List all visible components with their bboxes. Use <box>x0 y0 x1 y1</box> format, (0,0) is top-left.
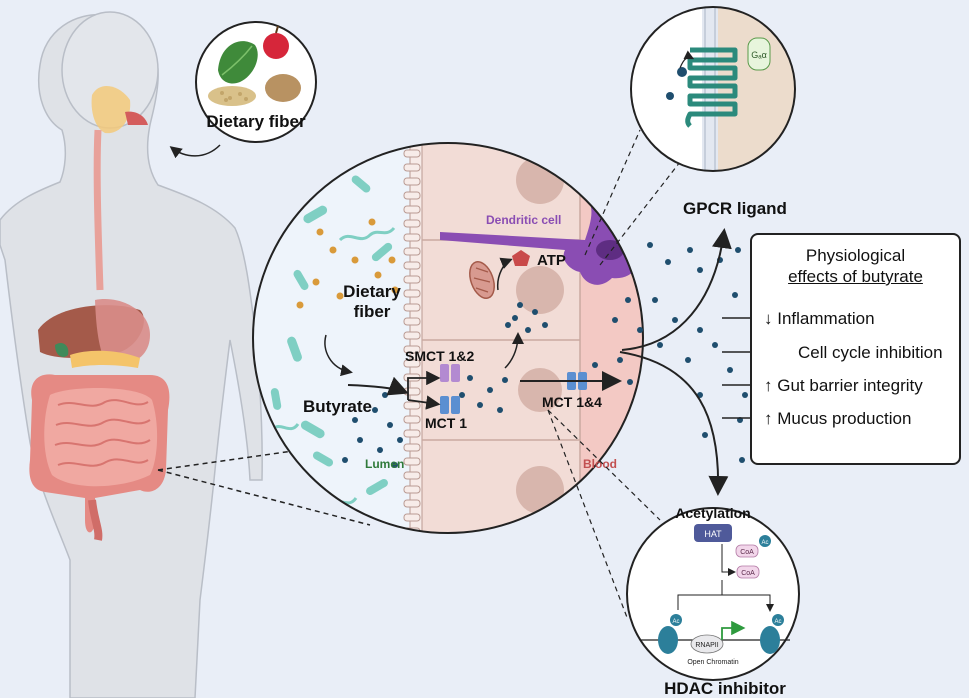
effect-text: Inflammation <box>777 309 875 328</box>
butyrate-label: Butyrate <box>303 397 372 416</box>
coa-label-2: CoA <box>741 570 755 577</box>
gpcr-receptor-icon <box>685 47 738 128</box>
effect-item: ↓ Inflammation <box>764 309 875 329</box>
mct14-label: MCT 1&4 <box>542 394 602 410</box>
dietary-fiber-panel: Dietary fiber <box>195 21 317 143</box>
connector-line <box>157 469 371 526</box>
stomach <box>95 299 150 365</box>
mct1-arrow <box>407 395 441 410</box>
dietary-fiber-title: Dietary fiber <box>206 112 306 131</box>
dendritic-cell-label: Dendritic cell <box>486 213 561 227</box>
effect-arrow-icon: ↑ <box>764 409 773 428</box>
ac-label-1: Ac <box>761 540 768 546</box>
transcription-arrow <box>721 620 746 640</box>
lumen-label: Lumen <box>365 457 404 471</box>
human-body <box>0 11 263 698</box>
coa-label-1: CoA <box>740 549 754 556</box>
effect-text: Cell cycle inhibition <box>798 343 943 362</box>
smct-arrow <box>407 370 441 400</box>
butyrate-molecules <box>342 297 633 468</box>
mct1-transporter <box>440 396 460 414</box>
apple-icon <box>263 33 289 59</box>
butyrate-molecules-outside <box>637 242 748 463</box>
to-hdac-arrow <box>619 351 729 496</box>
hdac-zoom-line <box>547 409 629 621</box>
to-mitochondria-arrow <box>504 332 524 369</box>
effect-text: Gut barrier integrity <box>777 376 923 395</box>
to-atp-arrow <box>496 257 513 291</box>
smct-transporter <box>440 364 460 382</box>
effects-title-line2: effects of butyrate <box>788 267 923 286</box>
mitochondria-icon <box>469 261 495 299</box>
small-intestine <box>44 388 158 487</box>
epithelium <box>410 143 580 533</box>
hdac-inhibitor-title: HDAC inhibitor <box>664 679 786 698</box>
fiber-particles <box>296 218 399 309</box>
open-chromatin-label: Open Chromatin <box>687 659 738 666</box>
hat-label: HAT <box>704 529 722 539</box>
gpcr-ligand-title: GPCR ligand <box>683 199 787 218</box>
effect-item: ↑ Gut barrier integrity <box>764 376 923 396</box>
intestine-cross-section: Dietary fiber Butyrate SMCT 1&2 MCT 1 MC… <box>252 142 644 534</box>
potato-icon <box>265 74 301 102</box>
acetylation-branch <box>677 594 774 612</box>
ac-label-3: Ac <box>774 619 781 625</box>
physiological-effects-box: Physiological effects of butyrate ↓ Infl… <box>750 233 961 465</box>
blood-label: Blood <box>583 457 617 471</box>
fiber-to-butyrate-arrow <box>324 334 353 377</box>
g-alpha-label: Gₐα <box>751 50 767 60</box>
to-gpcr-arrow <box>621 228 732 351</box>
dendritic-cell <box>440 200 639 285</box>
fiber-to-mouth-arrow <box>169 144 221 159</box>
ac-label-2: Ac <box>672 619 679 625</box>
effects-title: Physiological effects of butyrate <box>752 245 959 287</box>
effect-item: ↑ Mucus production <box>764 409 911 429</box>
atp-icon <box>512 250 530 266</box>
oats-icon <box>208 86 256 106</box>
gpcr-panel: Gₐα GPCR ligand <box>630 6 796 218</box>
effects-title-line1: Physiological <box>805 246 906 265</box>
effect-arrow-icon: ↑ <box>764 376 773 395</box>
nucleosome-icon <box>658 626 780 654</box>
dietary-label-line2: fiber <box>354 302 391 321</box>
blood-region <box>580 143 643 533</box>
connector-line <box>157 449 301 471</box>
rnapii-label: RNAPII <box>695 642 718 649</box>
hdac-zoom-line <box>547 409 661 521</box>
effect-item: Cell cycle inhibition <box>798 343 943 363</box>
mct1-label: MCT 1 <box>425 415 467 431</box>
acetylation-title: Acetylation <box>675 505 750 521</box>
dietary-label-line1: Dietary <box>343 282 401 301</box>
atp-label: ATP <box>537 252 566 269</box>
effect-text: Mucus production <box>777 409 912 428</box>
gpcr-zoom-line <box>599 161 681 266</box>
effect-arrow-icon: ↓ <box>764 309 773 328</box>
bacteria <box>270 175 393 495</box>
hdac-panel: Acetylation HAT CoA Ac CoA Ac Ac RNAPII … <box>626 505 800 681</box>
butyrate-uptake-arrow <box>347 376 409 396</box>
gpcr-zoom-line <box>584 129 641 256</box>
smct-label: SMCT 1&2 <box>405 348 474 364</box>
